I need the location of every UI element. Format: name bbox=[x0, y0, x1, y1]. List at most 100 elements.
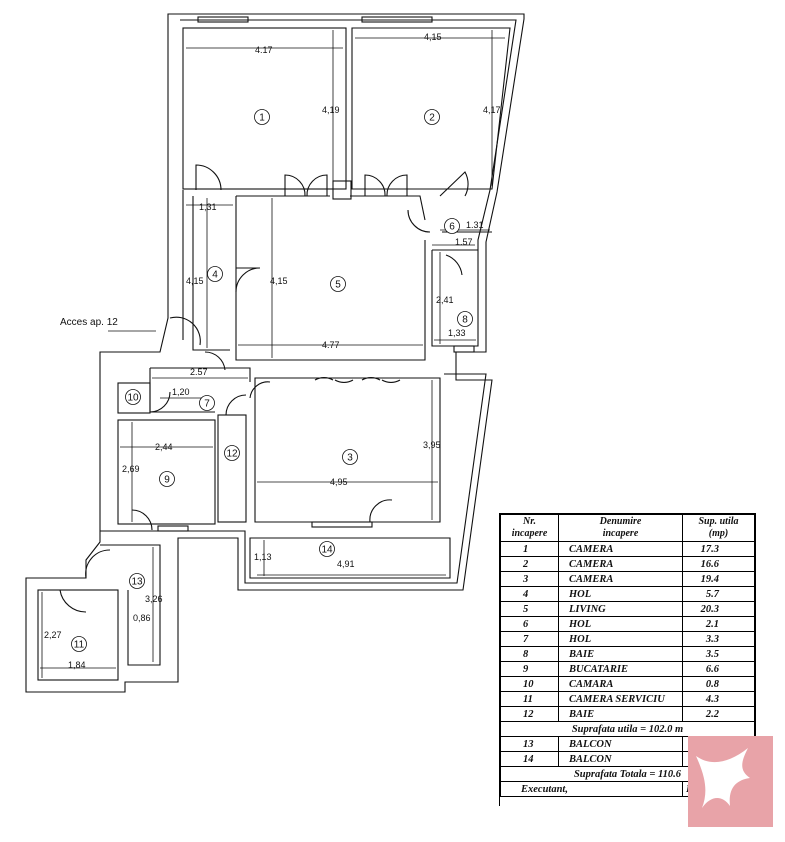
door-4 bbox=[439, 171, 469, 197]
header-nr: Nr.incapere bbox=[500, 514, 559, 542]
door-1 bbox=[195, 164, 222, 191]
svg-text:11: 11 bbox=[74, 640, 85, 651]
dim-r3-width: 4,95 bbox=[330, 477, 348, 487]
dim-r6-width: 1.31 bbox=[466, 220, 484, 230]
dim-r9-height: 2,69 bbox=[122, 464, 140, 474]
room-name: HOL bbox=[558, 631, 683, 647]
window-4 bbox=[157, 525, 189, 532]
room-13-walls bbox=[100, 544, 161, 666]
outer-wall bbox=[25, 13, 525, 693]
room-label-8: 8 bbox=[457, 311, 473, 327]
dim-r14-height: 1,13 bbox=[254, 552, 272, 562]
column bbox=[332, 180, 352, 200]
dim-r5-width: 4.77 bbox=[322, 340, 340, 350]
room-nr: 8 bbox=[500, 646, 559, 662]
svg-text:14: 14 bbox=[321, 545, 333, 556]
brand-logo-icon bbox=[688, 736, 773, 827]
usable-total-row: Suprafata utila = 102.0 m bbox=[500, 721, 755, 737]
dim-r9-width: 2,44 bbox=[155, 442, 173, 452]
svg-text:1: 1 bbox=[259, 113, 265, 124]
svg-text:8: 8 bbox=[462, 315, 468, 326]
door-14 bbox=[369, 499, 393, 523]
door-13 bbox=[131, 509, 153, 531]
svg-text:12: 12 bbox=[226, 449, 238, 460]
svg-text:4: 4 bbox=[212, 270, 218, 281]
room-area: 4.3 bbox=[682, 691, 755, 707]
room-nr: 12 bbox=[500, 706, 559, 722]
room-name: LIVING bbox=[558, 601, 683, 617]
room-name: CAMERA SERVICIU bbox=[558, 691, 683, 707]
room-area: 2.2 bbox=[682, 706, 755, 722]
dim-r8-height: 2,41 bbox=[436, 295, 454, 305]
room-nr: 7 bbox=[500, 631, 559, 647]
room-area: 17.3 bbox=[682, 541, 755, 557]
door-12 bbox=[249, 381, 271, 399]
room-area: 5.7 bbox=[682, 586, 755, 602]
window-2 bbox=[361, 16, 433, 23]
door-3 bbox=[364, 174, 408, 197]
svg-text:9: 9 bbox=[164, 475, 170, 486]
room-label-11: 11 bbox=[71, 636, 87, 652]
door-16 bbox=[59, 589, 87, 613]
svg-text:6: 6 bbox=[449, 222, 455, 233]
room-label-12: 12 bbox=[224, 445, 240, 461]
balcony-name: BALCON bbox=[558, 736, 683, 752]
svg-text:7: 7 bbox=[204, 399, 210, 410]
hall-4-walls bbox=[182, 190, 230, 351]
room-nr: 6 bbox=[500, 616, 559, 632]
room-2-walls bbox=[351, 27, 511, 190]
room-area: 0.8 bbox=[682, 676, 755, 692]
room-nr: 10 bbox=[500, 676, 559, 692]
room-area: 6.6 bbox=[682, 661, 755, 677]
room-name: CAMERA bbox=[558, 541, 683, 557]
room-name: BAIE bbox=[558, 646, 683, 662]
room-nr: 5 bbox=[500, 601, 559, 617]
room-nr: 2 bbox=[500, 556, 559, 572]
dim-r7-width: 1,20 bbox=[172, 387, 190, 397]
room-name: CAMERA bbox=[558, 556, 683, 572]
window-1 bbox=[197, 16, 249, 23]
room-label-5: 5 bbox=[330, 276, 346, 292]
room-area: 19.4 bbox=[682, 571, 755, 587]
svg-text:10: 10 bbox=[127, 393, 139, 404]
dim-r1-width: 4.17 bbox=[255, 45, 273, 55]
dim-corridor-width: 2.57 bbox=[190, 367, 208, 377]
room-12-walls bbox=[217, 414, 247, 523]
room-area: 3.5 bbox=[682, 646, 755, 662]
room-11-walls bbox=[37, 589, 119, 681]
dim-r2-height: 4,17 bbox=[483, 105, 501, 115]
door-9 bbox=[314, 377, 401, 383]
room-name: HOL bbox=[558, 616, 683, 632]
dim-r13-width: 0,86 bbox=[133, 613, 151, 623]
svg-text:5: 5 bbox=[335, 280, 341, 291]
room-1-walls bbox=[182, 27, 347, 190]
door-17 bbox=[445, 254, 463, 276]
dim-r1-height: 4,19 bbox=[322, 105, 340, 115]
dim-r4-height: 4,15 bbox=[186, 276, 204, 286]
room-label-4: 4 bbox=[207, 266, 223, 282]
dim-r6-width2: 1.57 bbox=[455, 237, 473, 247]
balcony-name: BALCON bbox=[558, 751, 683, 767]
room-label-2: 2 bbox=[424, 109, 440, 125]
room-name: CAMARA bbox=[558, 676, 683, 692]
door-6 bbox=[235, 267, 261, 293]
door-15 bbox=[85, 549, 111, 579]
svg-text:13: 13 bbox=[131, 577, 143, 588]
dim-r8-width: 1,33 bbox=[448, 328, 466, 338]
dim-r13-height: 3,26 bbox=[145, 594, 163, 604]
room-name: CAMERA bbox=[558, 571, 683, 587]
room-nr: 9 bbox=[500, 661, 559, 677]
room-label-7: 7 bbox=[199, 395, 215, 411]
